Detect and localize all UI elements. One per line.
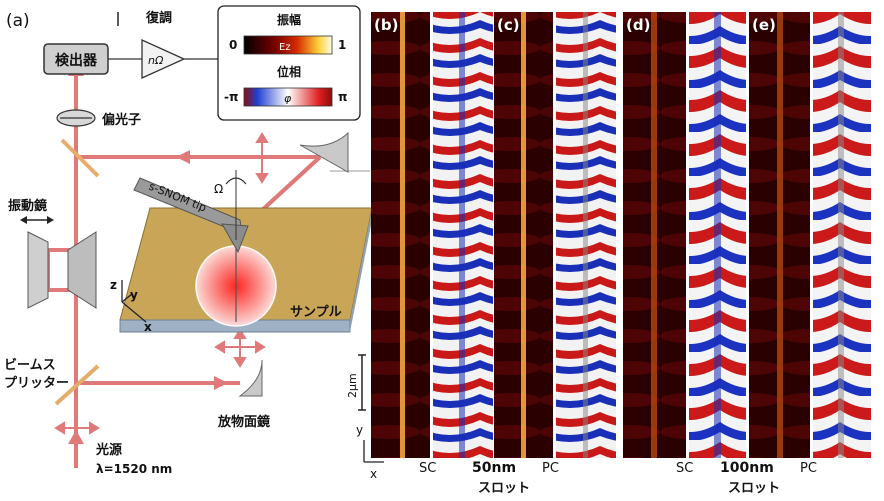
axis-x-label: x [144, 320, 152, 334]
map-e-slot-signal [777, 12, 783, 458]
axis-z-label: z [110, 278, 117, 292]
polarization-arrows [54, 132, 269, 435]
source-label: 光源 [95, 442, 122, 458]
map-c-slot-signal [521, 12, 526, 458]
map-b-phase-slot [459, 12, 465, 458]
beamsplitter-top [60, 138, 100, 178]
map-d-phase-slot [714, 12, 721, 458]
oscillating-mirror-left [27, 231, 49, 309]
axis-y [121, 293, 133, 303]
polarizer-label: 偏光子 [102, 112, 141, 128]
map-b-slot-signal [400, 12, 405, 458]
axis-x [121, 301, 147, 323]
beamsplitter-bottom [54, 364, 100, 406]
label-width-50: 50nm [472, 460, 516, 476]
label-slot-50: スロット [478, 481, 530, 496]
beamsplitter-label-1: ビームス [4, 357, 56, 373]
phase-min: -π [224, 90, 238, 104]
amplitude-title: 振幅 [277, 12, 301, 27]
map-axis-x-label: x [370, 467, 377, 481]
label-slot-100: スロット [728, 481, 780, 496]
phase-colorbar [243, 87, 333, 107]
map-e-phase-slot [838, 12, 844, 458]
omega-arrow [225, 177, 247, 185]
oscillation-arrowhead-left [20, 216, 27, 224]
panel-label-e: (e) [752, 16, 776, 34]
label-sc-50: SC [419, 461, 436, 476]
label-pc-100: PC [800, 461, 817, 476]
oscillating-mirror-right [67, 231, 97, 309]
sample-edge [350, 208, 372, 332]
map-d-slot-signal [651, 12, 657, 458]
axis-y-label: y [130, 288, 138, 302]
amplitude-colorbar [243, 35, 333, 55]
label-pc-50: PC [542, 461, 559, 476]
map-c-phase-slot [583, 12, 588, 458]
oscillating-mirror-label: 振動鏡 [8, 198, 47, 214]
demod-title: 復調 [145, 10, 172, 26]
top-right-mirror [299, 131, 349, 173]
panel-label-b: (b) [374, 16, 398, 34]
label-sc-100: SC [676, 461, 693, 476]
phase-title: 位相 [277, 64, 301, 79]
amplitude-max: 1 [338, 38, 346, 52]
oscillation-arrowhead-right [47, 216, 54, 224]
wavelength-label: λ=1520 nm [96, 462, 172, 476]
panel-label-c: (c) [497, 16, 520, 34]
label-width-100: 100nm [720, 460, 774, 476]
panel-label-a: (a) [6, 11, 30, 31]
parabolic-mirror [238, 359, 263, 397]
demodulator-amplifier [141, 38, 186, 80]
panel-label-d: (d) [626, 16, 650, 34]
phase-max: π [338, 90, 348, 104]
sample-label: サンプル [290, 305, 342, 320]
amplitude-symbol: Ez [279, 42, 291, 53]
snom-tip [221, 223, 249, 254]
omega-label: Ω [214, 182, 223, 196]
demod-frequency: nΩ [148, 54, 164, 67]
beamsplitter-label-2: プリッター [4, 376, 69, 391]
map-axis-y-label: y [356, 423, 363, 437]
parabolic-mirror-label: 放物面鏡 [217, 414, 270, 430]
scale-label: 2μm [346, 373, 359, 398]
phase-symbol: φ [284, 92, 292, 105]
amplitude-min: 0 [229, 38, 237, 52]
detector-label: 検出器 [55, 52, 98, 69]
